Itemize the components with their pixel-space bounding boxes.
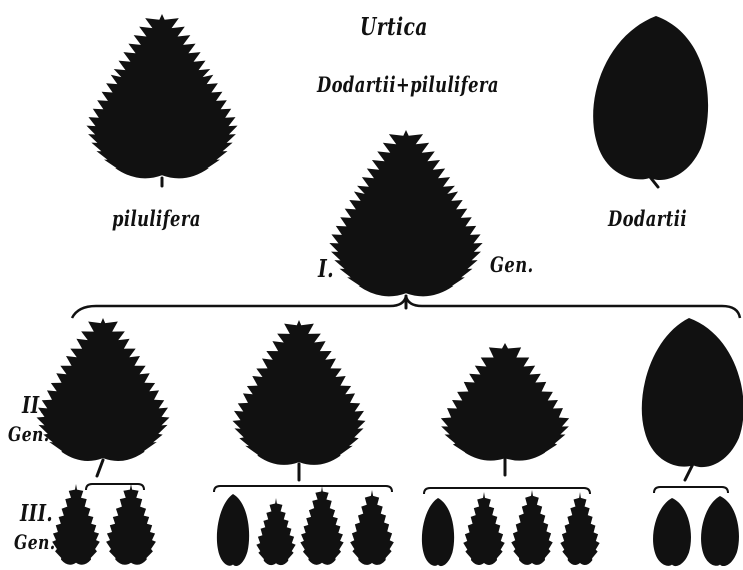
leaf-gen3-1-2: [106, 484, 156, 565]
generation-3-label: Gen.: [14, 530, 56, 554]
leaf-gen3-1-1: [52, 484, 100, 565]
leaf-gen3-2-3: [300, 486, 343, 565]
gen2-to-gen3-bracket-4: [654, 487, 728, 493]
parent-label-dodartii: Dodartii: [608, 206, 687, 231]
leaf-parent-dodartii: [593, 16, 708, 180]
diagram-title: Urtica: [360, 12, 428, 41]
leaf-gen2-4: [642, 318, 743, 467]
leaf-gen3-2-2: [256, 498, 295, 565]
leaf-gen3-2-1: [217, 494, 249, 566]
cross-label: Dodartii+pilulifera: [317, 72, 499, 97]
generation-1-label: Gen.: [490, 252, 534, 277]
gen2-to-gen3-bracket-1: [86, 484, 144, 490]
leaf-gen3-3-4: [560, 492, 599, 565]
generation-2-label: Gen.: [8, 422, 50, 446]
generation-3-numeral: III.: [20, 500, 53, 527]
leaf-gen2-3: [441, 343, 569, 461]
leaf-gen3-4-1: [653, 498, 691, 566]
leaf-gen3-2-4: [350, 490, 394, 565]
leaf-parent-pilulifera: [86, 14, 237, 178]
leaf-gen3-3-1: [422, 498, 454, 566]
gen2-to-gen3-bracket-2: [214, 486, 392, 492]
leaf-gen3-3-2: [463, 492, 504, 565]
leaf-gen3-3-3: [511, 490, 552, 565]
generation-1-numeral: I.: [318, 254, 334, 283]
gen2-to-gen3-bracket-3: [424, 488, 590, 494]
leaf-gen2-2: [233, 320, 366, 465]
parent-label-pilulifera: pilulifera: [112, 206, 201, 231]
leaf-gen2-1-stalk: [97, 460, 103, 476]
generation-2-numeral: II.: [22, 392, 46, 419]
leaf-gen1: [329, 130, 482, 296]
leaf-gen3-4-2: [701, 496, 739, 566]
leaf-gen2-1: [37, 318, 170, 461]
